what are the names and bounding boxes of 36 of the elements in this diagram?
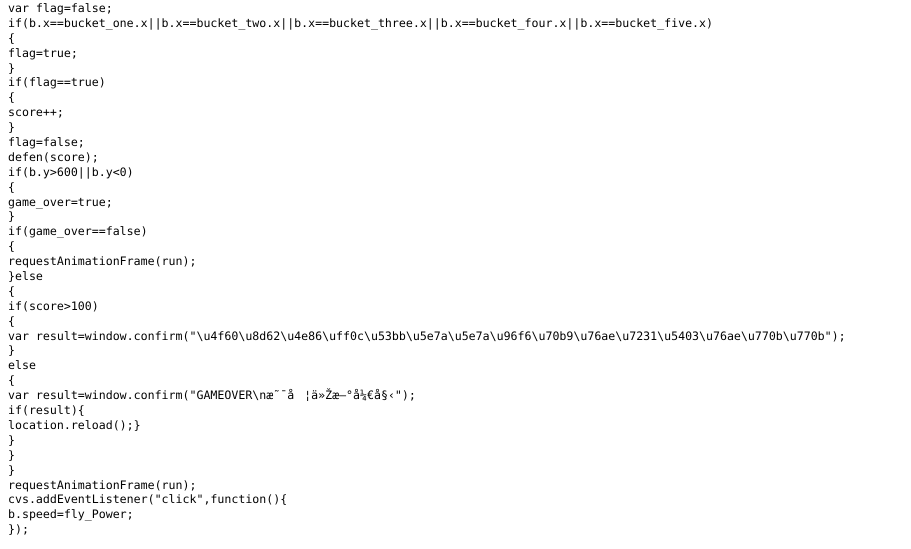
code-line: { [8, 30, 15, 46]
code-line: { [8, 314, 15, 329]
code-line: var flag=false; [8, 1, 113, 16]
code-line: } [8, 448, 15, 463]
code-line: } [8, 343, 15, 358]
code-line: }); [8, 522, 29, 538]
code-line: } [8, 120, 15, 136]
code-line: }else [8, 269, 43, 284]
code-line: { [8, 180, 15, 195]
code-line: if(b.y>600||b.y<0) [8, 164, 134, 180]
code-line: } [8, 60, 15, 76]
code-line: var result=window.confirm("\u4f60\u8d62\u4e86\uff0c\u53bb\u5e7a\u5e7a\u96f6\u70b9\u76ae\u7231\u5403\u76ae\u770b\u770b"); [8, 328, 846, 344]
code-line: flag=false; [8, 135, 85, 150]
code-line: { [8, 239, 15, 254]
code-line: flag=true; [8, 46, 78, 61]
code-line: requestAnimationFrame(run); [8, 254, 196, 270]
code-line: } [8, 432, 15, 448]
code-line: score++; [8, 105, 64, 120]
code-line: } [8, 462, 15, 478]
code-line: { [8, 373, 15, 388]
code-line: cvs.addEventListener("click",function(){ [8, 492, 288, 508]
code-line: } [8, 209, 15, 224]
code-line: location.reload();} [8, 418, 141, 433]
code-line: defen(score); [8, 150, 99, 165]
code-line: { [8, 284, 15, 299]
code-line: else [8, 358, 36, 374]
code-line: requestAnimationFrame(run); [8, 478, 196, 492]
code-line: game_over=true; [8, 194, 113, 210]
code-line: if(score>100) [8, 298, 99, 314]
code-line: var result=window.confirm("GAMEOVER\næ˜¯å¦ä»Žæ–°å¼€å§‹"); [8, 388, 416, 404]
code-line: { [8, 90, 15, 106]
code-line: if(result){ [8, 403, 85, 418]
code-line: if(game_over==false) [8, 224, 148, 240]
code-line: if(flag==true) [8, 75, 106, 90]
code-line: b.speed=fly_Power; [8, 507, 134, 522]
code-line: if(b.x==bucket_one.x||b.x==bucket_two.x||b.x==bucket_three.x||b.x==bucket_four.x||b.x==bucket_five.x) [8, 16, 713, 31]
